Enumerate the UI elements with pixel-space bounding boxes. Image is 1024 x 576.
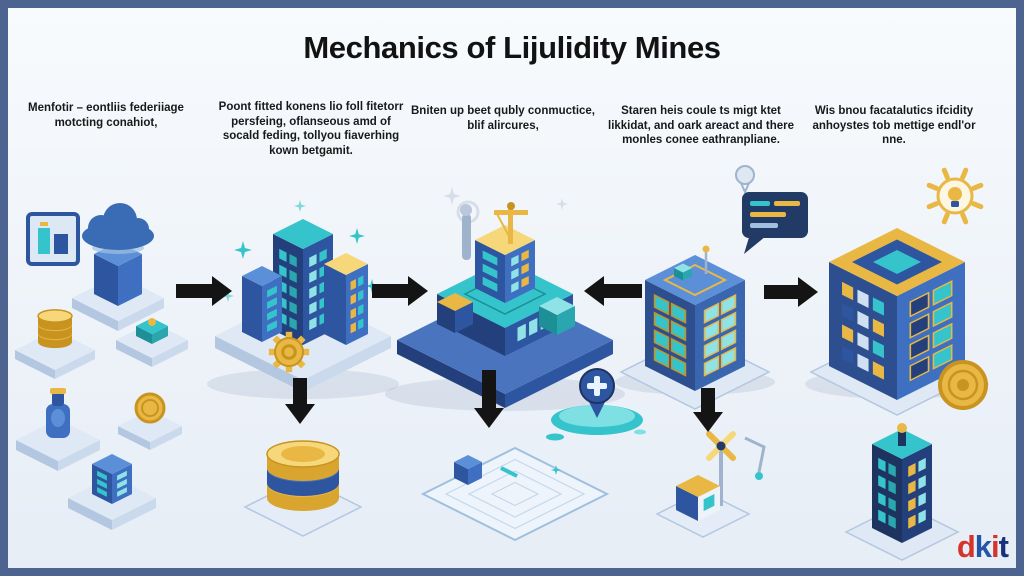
caption-column-4: Staren heis coule ts migt ktet likkidat,… bbox=[608, 105, 794, 147]
code-bubble-icon bbox=[742, 192, 808, 254]
mosaic-building bbox=[805, 228, 989, 416]
watermark-letter: d bbox=[956, 529, 976, 564]
arrow-down-2 bbox=[474, 370, 504, 428]
database-icon bbox=[243, 440, 363, 537]
construction-platform bbox=[385, 202, 625, 411]
arrow-down-1 bbox=[285, 378, 315, 424]
lightbulb-icon bbox=[926, 167, 984, 225]
blueprint-grid bbox=[420, 446, 610, 542]
arrow-right-1 bbox=[176, 276, 232, 306]
watermark-letter: k bbox=[974, 529, 992, 564]
coin-stack-icon bbox=[15, 309, 95, 379]
cloud-icon bbox=[82, 203, 154, 250]
balloon-icon bbox=[735, 165, 755, 195]
chip-icon bbox=[116, 318, 188, 367]
watermark-logo: dkit bbox=[956, 529, 1009, 564]
mini-building-icon bbox=[68, 454, 156, 530]
decor-doodles bbox=[443, 187, 568, 224]
windmill-crate bbox=[655, 430, 766, 538]
framed-city-icon bbox=[26, 212, 80, 266]
caption-column-2: Poont fitted konens lio foll fitetorr pe… bbox=[218, 101, 404, 158]
dark-tower bbox=[844, 423, 960, 561]
location-pin-icon bbox=[579, 368, 615, 418]
arrow-left-1 bbox=[584, 276, 642, 306]
flask-icon bbox=[16, 388, 100, 471]
gold-coin-icon bbox=[938, 360, 988, 410]
watermark-letter: t bbox=[998, 529, 1009, 564]
coin-icon bbox=[118, 392, 182, 450]
caption-column-3: Bniten up beet qubly conmuctice, blif al… bbox=[410, 105, 596, 132]
gear-icon bbox=[268, 331, 310, 373]
watermark-letter: i bbox=[991, 529, 1000, 564]
caption-column-1: Menfotir – eontliis federiiage motcting … bbox=[28, 102, 184, 129]
arrow-right-2 bbox=[372, 276, 428, 306]
caption-column-5: Wis bnou facatalutics ifcidity anhoystes… bbox=[812, 105, 976, 147]
office-building bbox=[615, 245, 775, 410]
city-buildings bbox=[207, 219, 399, 399]
arrow-right-3 bbox=[764, 277, 818, 307]
cloud-monument bbox=[72, 203, 164, 331]
page-title: Mechanics of Lijulidity Mines bbox=[303, 30, 721, 65]
arrow-down-3 bbox=[693, 388, 723, 432]
